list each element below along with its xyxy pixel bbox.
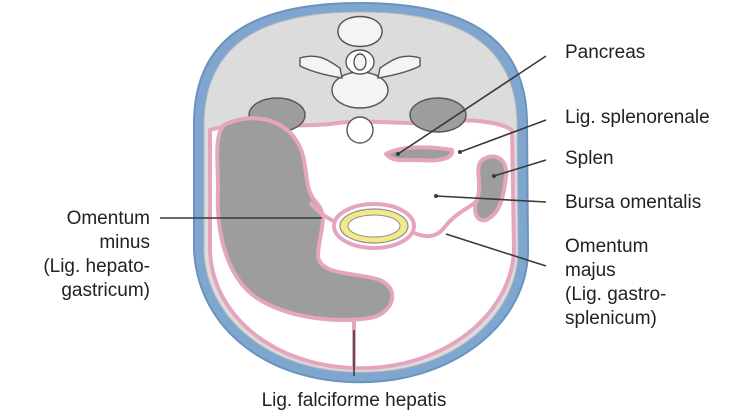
label-bursa-omentalis: Bursa omentalis	[565, 192, 701, 213]
aorta	[347, 117, 373, 143]
label-omentum-minus-2: minus	[99, 232, 150, 253]
label-omentum-minus-1: Omentum	[67, 208, 150, 229]
leader-dot-splenorenale	[458, 150, 462, 154]
label-omentum-minus-3: (Lig. hepato-	[43, 256, 150, 277]
leader-dot-splen	[492, 174, 496, 178]
label-omentum-majus-4: splenicum)	[565, 308, 657, 329]
pancreas	[386, 147, 452, 160]
label-omentum-minus-4: gastricum)	[61, 280, 150, 301]
label-lig-falciforme: Lig. falciforme hepatis	[262, 390, 447, 411]
label-lig-splenorenale: Lig. splenorenale	[565, 107, 710, 128]
label-splen: Splen	[565, 148, 614, 169]
leader-dot-pancreas	[396, 152, 400, 156]
label-omentum-majus-3: (Lig. gastro-	[565, 284, 666, 305]
leader-dot-bursa	[434, 194, 438, 198]
stomach-lumen	[348, 215, 400, 237]
label-omentum-majus-2: majus	[565, 260, 616, 281]
label-pancreas: Pancreas	[565, 42, 645, 63]
label-omentum-majus-1: Omentum	[565, 236, 648, 257]
